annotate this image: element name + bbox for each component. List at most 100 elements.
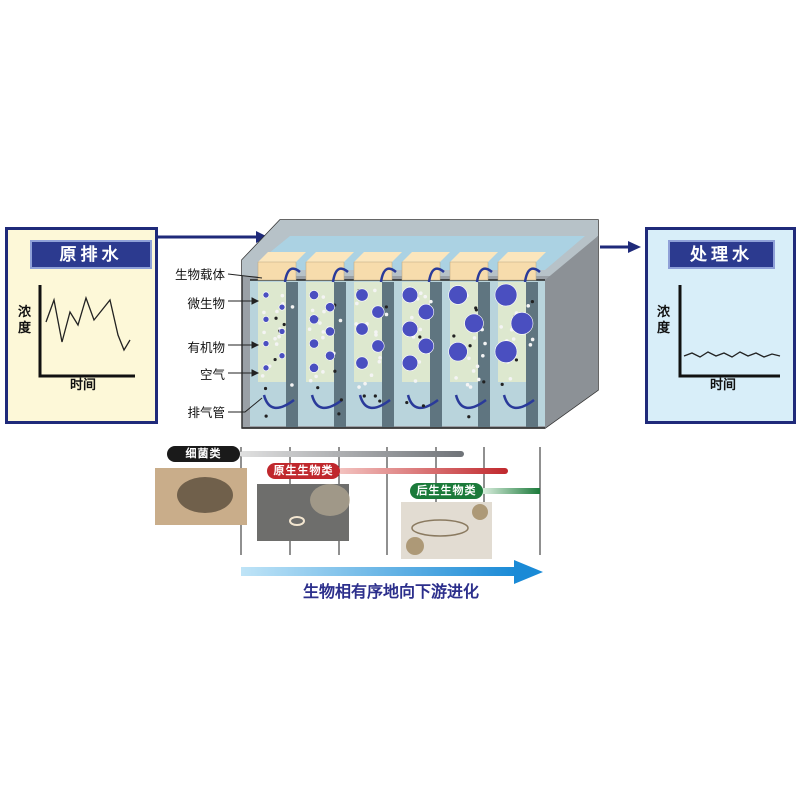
air-bubble	[338, 318, 343, 323]
baffle	[382, 282, 394, 427]
organic-particle	[468, 344, 472, 348]
organic-particle	[405, 400, 409, 405]
air-bubble	[526, 304, 531, 308]
air-bubble	[321, 295, 326, 299]
microorganism	[262, 364, 270, 372]
microorganism	[494, 283, 518, 307]
microorganism	[262, 291, 270, 299]
microorganism	[401, 354, 419, 372]
effluent-chart	[678, 285, 781, 378]
organic-particle	[474, 308, 478, 312]
air-bubble	[260, 374, 265, 378]
organic-particle	[337, 412, 341, 416]
flow-arrow-top	[283, 267, 301, 283]
air-bubble	[322, 309, 326, 314]
air-bubble	[290, 383, 294, 387]
organic-particle	[373, 394, 377, 398]
air-bubble	[321, 330, 326, 334]
air-bubble	[508, 376, 513, 381]
influent-ylabel: 浓度	[18, 305, 32, 336]
succession-timeline	[155, 447, 543, 584]
air-bubble	[369, 373, 374, 378]
protozoa-range-bar	[338, 468, 508, 474]
microorganism	[417, 337, 435, 355]
badge-protozoa: 原生生物类	[267, 463, 340, 479]
air-bubble	[290, 305, 295, 309]
baffle	[334, 282, 346, 427]
reactor-tank	[241, 219, 599, 429]
air-bubble	[310, 308, 315, 313]
label-exhaust-pipe: 排气管	[187, 405, 225, 420]
label-organic-matter: 有机物	[187, 340, 225, 355]
bio-carrier-top	[402, 252, 450, 262]
air-bubble	[314, 374, 318, 379]
label-air: 空气	[199, 367, 225, 382]
label-pointers	[227, 273, 263, 413]
air-bubble	[378, 355, 382, 360]
organic-particle	[264, 414, 268, 418]
bacteria-range-bar	[240, 451, 464, 457]
air-bubble	[321, 335, 325, 340]
microorganism	[309, 362, 319, 373]
microorganism	[325, 326, 335, 337]
air-bubble	[417, 360, 422, 364]
organic-particle	[482, 380, 486, 384]
air-bubble	[483, 341, 487, 346]
air-bubble	[481, 353, 485, 358]
organic-particle	[378, 399, 382, 403]
flow-arrow-top	[523, 267, 541, 283]
evolution-arrow	[241, 567, 516, 576]
air-bubble	[374, 330, 378, 334]
microorganism	[278, 352, 286, 360]
bio-carrier-top	[450, 252, 498, 262]
air-bubble	[384, 312, 389, 317]
microorganism	[262, 315, 270, 323]
air-bubble	[418, 291, 423, 296]
microorganism	[278, 303, 286, 311]
microorganism	[262, 340, 270, 347]
flow-arrows	[157, 231, 641, 253]
organic-particle	[467, 415, 471, 419]
microorganism	[371, 305, 385, 319]
microorganism	[278, 328, 286, 335]
air-bubble	[423, 294, 428, 299]
label-bio-carrier: 生物载体	[174, 267, 225, 282]
microorganism	[417, 303, 435, 321]
flow-arrow-bottom	[406, 394, 439, 409]
organic-particle	[384, 305, 388, 309]
air-bubble	[454, 376, 458, 380]
influent-chart	[38, 285, 135, 378]
organic-particle	[362, 394, 366, 398]
flow-arrow-bottom	[454, 394, 487, 409]
air-bubble	[429, 299, 433, 304]
air-bubble	[280, 293, 285, 298]
metazoa-range-bar	[482, 488, 540, 494]
air-bubble	[465, 382, 470, 387]
badge-metazoa: 后生生物类	[410, 483, 483, 499]
microorganism	[325, 350, 335, 361]
air-bubble	[476, 377, 481, 382]
air-bubble	[262, 330, 266, 335]
air-bubble	[262, 310, 266, 315]
air-bubble	[418, 327, 423, 332]
air-bubble	[357, 385, 361, 389]
microorganism	[325, 302, 335, 313]
microorganism	[309, 314, 319, 325]
influent-line	[45, 295, 131, 352]
air-bubble	[377, 359, 382, 364]
evolution-caption: 生物相有序地向下游进化	[302, 582, 479, 601]
microorganism	[510, 312, 534, 335]
air-bubble	[413, 379, 418, 383]
air-bubble	[528, 343, 533, 347]
microorganism	[355, 322, 369, 336]
air-bubble	[467, 356, 471, 361]
air-bubble	[277, 334, 281, 339]
air-bubble	[471, 369, 476, 373]
microorganism	[309, 290, 319, 300]
microorganism	[448, 341, 468, 362]
effluent-xlabel: 时间	[710, 378, 737, 393]
microorganism	[355, 356, 369, 370]
flow-arrow-bottom	[262, 394, 295, 409]
bio-carrier-top	[354, 252, 402, 262]
baffle	[286, 282, 298, 427]
